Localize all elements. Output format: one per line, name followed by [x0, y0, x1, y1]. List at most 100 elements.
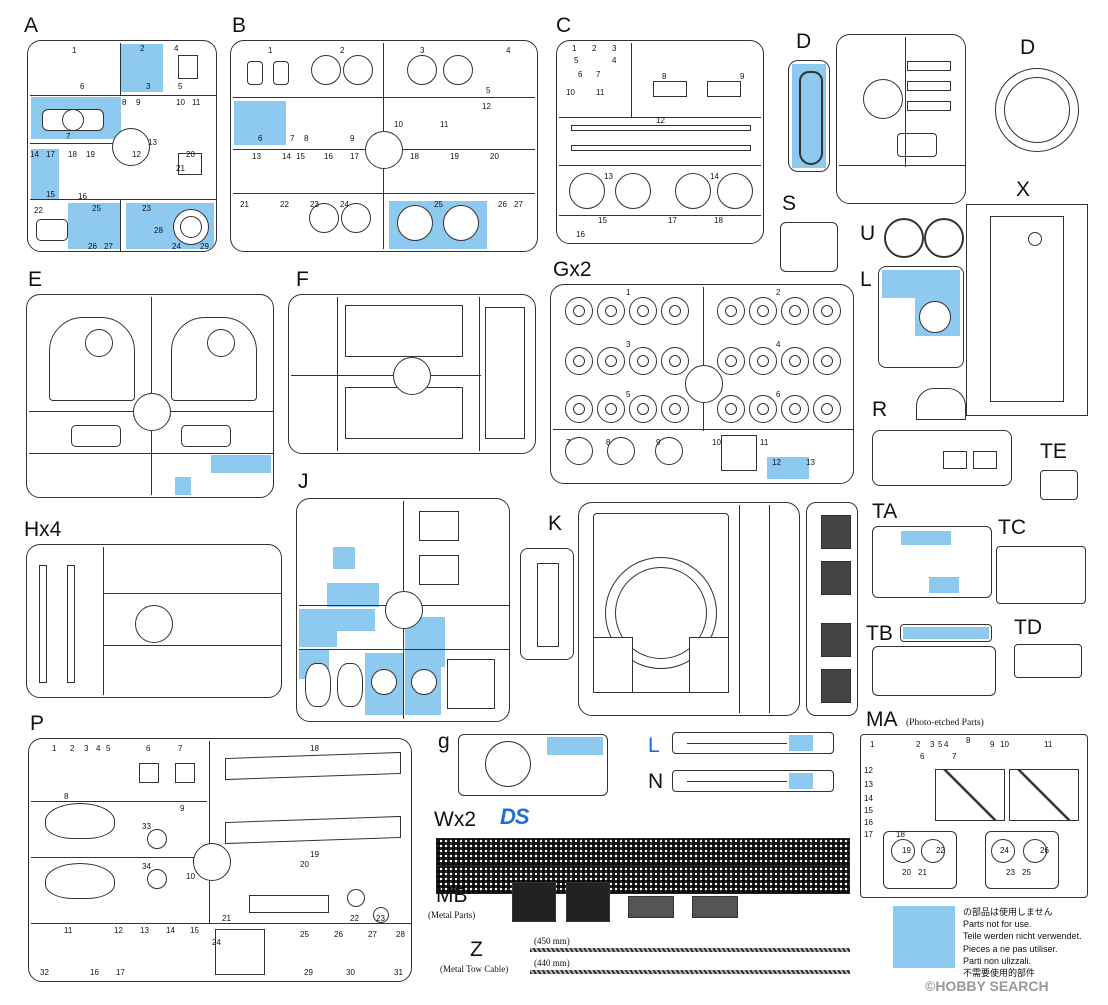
- part-num: 23: [376, 914, 385, 923]
- part-num: 20: [300, 860, 309, 869]
- part-num: 7: [952, 752, 957, 761]
- part-num: 8: [662, 72, 667, 81]
- part-num: 15: [46, 190, 55, 199]
- sprue-label-td: TD: [1014, 616, 1042, 639]
- z-subtitle: (Metal Tow Cable): [440, 964, 509, 974]
- legend-line: の部品は使用しません: [963, 907, 1053, 917]
- part-num: 2: [776, 288, 781, 297]
- part-num: 7: [66, 132, 71, 141]
- sprue-hub: [135, 605, 173, 643]
- sprue-n: [672, 770, 834, 792]
- road-wheel-part: [717, 297, 745, 325]
- part-num: 5: [486, 86, 491, 95]
- part-num: 8: [304, 134, 309, 143]
- part-num: 15: [190, 926, 199, 935]
- sprue-label-d2: D: [1020, 36, 1036, 59]
- part-num: 18: [410, 152, 419, 161]
- sprue-k-side: [520, 548, 574, 660]
- part-num: 3: [612, 44, 617, 53]
- part-num: 13: [864, 780, 873, 789]
- sprue-tc: [996, 546, 1086, 604]
- sprue-label-l2: L: [648, 734, 660, 757]
- part-num: 20: [902, 868, 911, 877]
- part-num: 11: [64, 926, 73, 935]
- sprue-hub: [365, 131, 403, 169]
- sprue-label-d: D: [796, 30, 812, 53]
- sprue-ta: [872, 526, 992, 598]
- road-wheel-part: [565, 297, 593, 325]
- part-num: 27: [514, 200, 523, 209]
- part-num: 14: [864, 794, 873, 803]
- part-num: 17: [116, 968, 125, 977]
- sprue-te: [1040, 470, 1078, 500]
- road-wheel-part: [781, 395, 809, 423]
- part-num: 5: [178, 82, 183, 91]
- part-num: 1: [626, 288, 631, 297]
- part-num: 4: [506, 46, 511, 55]
- part-num: 12: [132, 150, 141, 159]
- part-num: 24: [172, 242, 181, 251]
- part-num: 5: [626, 390, 631, 399]
- part-num: 6: [146, 744, 151, 753]
- sprue-td: [1014, 644, 1082, 678]
- part-num: 18: [68, 150, 77, 159]
- part-num: 3: [84, 744, 89, 753]
- part-num: 21: [176, 164, 185, 173]
- part-num: 4: [944, 740, 949, 749]
- sprue-label-p: P: [30, 712, 45, 735]
- part-num: 22: [350, 914, 359, 923]
- sprue-hub: [133, 393, 171, 431]
- road-wheel-part: [661, 347, 689, 375]
- legend-line: 不需要使用的部件: [963, 968, 1036, 979]
- legend-line: Parts not for use.: [963, 919, 1032, 930]
- part-num: 32: [40, 968, 49, 977]
- sprue-d-bag: [788, 60, 830, 172]
- part-num: 22: [936, 846, 945, 855]
- sprue-label-h: Hx4: [24, 518, 62, 541]
- sprue-c: [556, 40, 764, 244]
- part-num: 11: [192, 98, 201, 107]
- part-num: 26: [498, 200, 507, 209]
- sprue-label-j: J: [298, 470, 309, 493]
- road-wheel-part: [661, 395, 689, 423]
- sprue-a: [27, 40, 217, 252]
- part-num: 3: [146, 82, 151, 91]
- road-wheel-part: [749, 347, 777, 375]
- cable-1-length: (450 mm): [534, 936, 570, 946]
- part-num: 16: [576, 230, 585, 239]
- part-num: 6: [776, 390, 781, 399]
- part-num: 11: [760, 438, 769, 447]
- part-num: 4: [96, 744, 101, 753]
- part-num: 8: [122, 98, 127, 107]
- sprue-l2: [672, 732, 834, 754]
- part-num: 13: [604, 172, 613, 181]
- part-num: 8: [966, 736, 971, 745]
- part-num: 7: [178, 744, 183, 753]
- part-num: 2: [340, 46, 345, 55]
- legend-line: Teile werden nicht verwendet.: [963, 931, 1082, 942]
- part-num: 25: [92, 204, 101, 213]
- sprue-label-ta: TA: [872, 500, 898, 523]
- part-num: 26: [1040, 846, 1049, 855]
- part-num: 6: [80, 82, 85, 91]
- part-num: 16: [90, 968, 99, 977]
- sprue-label-c: C: [556, 14, 572, 37]
- sprue-label-s: S: [782, 192, 797, 215]
- part-num: 9: [990, 740, 995, 749]
- part-num: 9: [656, 438, 661, 447]
- part-num: 13: [252, 152, 261, 161]
- metal-part-2: [566, 882, 610, 922]
- idler-wheel-part: [607, 437, 635, 465]
- part-num: 6: [258, 134, 263, 143]
- part-num: 29: [200, 242, 209, 251]
- part-num: 18: [714, 216, 723, 225]
- part-num: 24: [340, 200, 349, 209]
- part-num: 10: [176, 98, 185, 107]
- unused-parts-legend: の部品は使用しません Parts not for use. Teile werd…: [963, 906, 1082, 979]
- part-num: 24: [1000, 846, 1009, 855]
- part-num: 17: [864, 830, 873, 839]
- track-run-2: [436, 866, 850, 894]
- part-num: 26: [88, 242, 97, 251]
- sprue-label-mb: MB: [436, 884, 468, 907]
- sprue-label-f: F: [296, 268, 309, 291]
